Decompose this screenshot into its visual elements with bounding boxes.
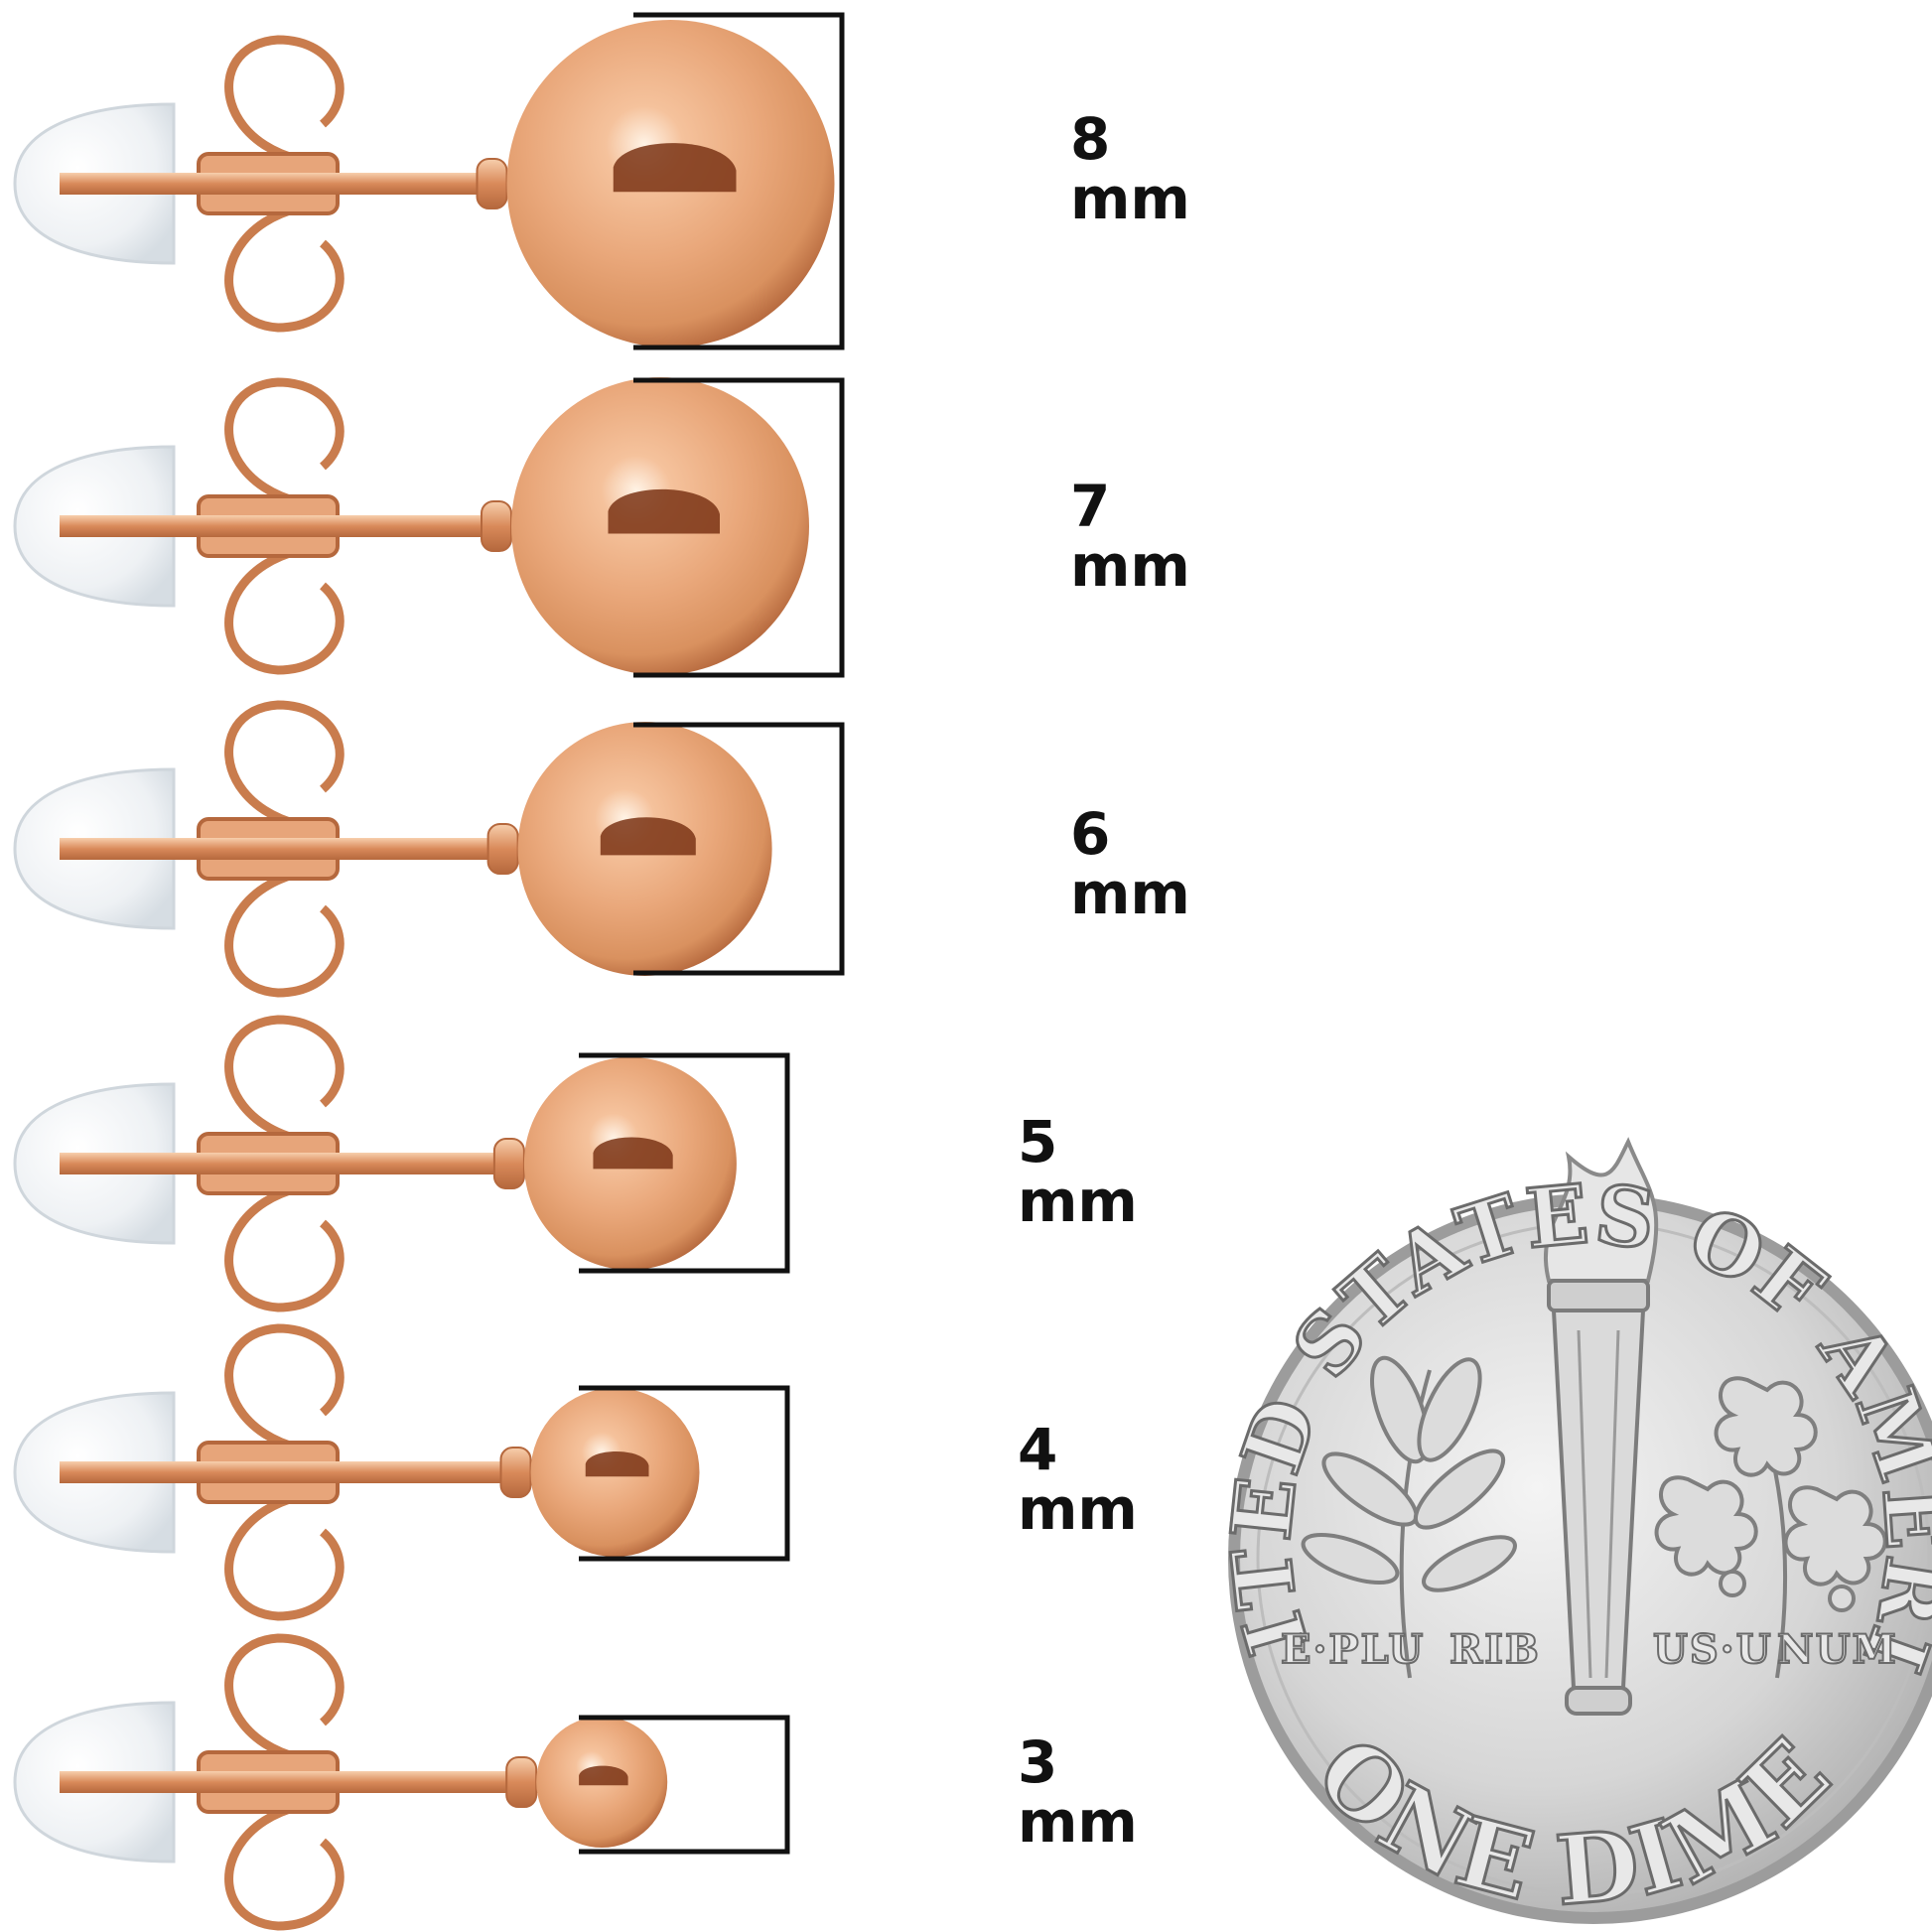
earring-stud <box>13 1323 700 1621</box>
post-collar <box>476 158 508 209</box>
torch-icon <box>1543 1137 1659 1716</box>
earring-stud <box>13 1633 668 1931</box>
earring-studs <box>13 20 835 1931</box>
earring-stud <box>13 700 772 998</box>
motto-part-3: US·U <box>1653 1626 1773 1673</box>
size-number: 7 <box>1070 473 1110 540</box>
size-bracket <box>579 1385 790 1562</box>
motto-part-1: E·PLU <box>1281 1626 1425 1673</box>
size-unit: mm <box>1070 532 1190 600</box>
size-bracket <box>633 377 845 678</box>
size-unit: mm <box>1070 165 1190 232</box>
size-bracket <box>633 12 845 350</box>
size-unit: mm <box>1018 1475 1138 1543</box>
size-number: 5 <box>1018 1108 1057 1175</box>
size-number: 6 <box>1070 800 1110 868</box>
size-brackets <box>579 12 845 1855</box>
size-number: 3 <box>1018 1728 1057 1796</box>
olive-branch-icon <box>1301 1355 1517 1679</box>
ball-reflection <box>600 817 696 856</box>
ball-reflection <box>613 143 737 193</box>
earring-post <box>60 1771 603 1793</box>
post-collar <box>499 1447 532 1498</box>
butterfly-clutch <box>197 1323 345 1621</box>
ball-reflection <box>585 1450 649 1477</box>
earring-post <box>60 1153 630 1174</box>
size-bracket <box>633 722 845 976</box>
ball-reflection <box>593 1137 673 1170</box>
size-bracket <box>579 1052 790 1274</box>
earring-stud <box>13 377 809 675</box>
motto-part-4: NUM <box>1777 1626 1898 1673</box>
earring-stud <box>13 1015 737 1312</box>
size-number: 4 <box>1018 1416 1057 1483</box>
oak-branch-icon <box>1654 1376 1887 1679</box>
earring-post <box>60 1461 616 1483</box>
size-unit: mm <box>1018 1168 1138 1235</box>
post-collar <box>486 823 519 875</box>
post-collar <box>481 500 512 552</box>
ball-reflection <box>608 488 720 534</box>
size-unit: mm <box>1018 1788 1138 1856</box>
post-collar <box>505 1756 538 1808</box>
dime-motto: E·PLU RIB US·U NUM <box>1280 1625 1898 1674</box>
size-number: 8 <box>1070 105 1110 173</box>
earring-stud <box>13 20 835 347</box>
size-bracket <box>579 1715 790 1855</box>
size-unit: mm <box>1070 860 1190 927</box>
motto-part-2: RIB <box>1449 1626 1541 1673</box>
ball-reflection <box>579 1765 628 1786</box>
post-collar <box>492 1138 525 1189</box>
